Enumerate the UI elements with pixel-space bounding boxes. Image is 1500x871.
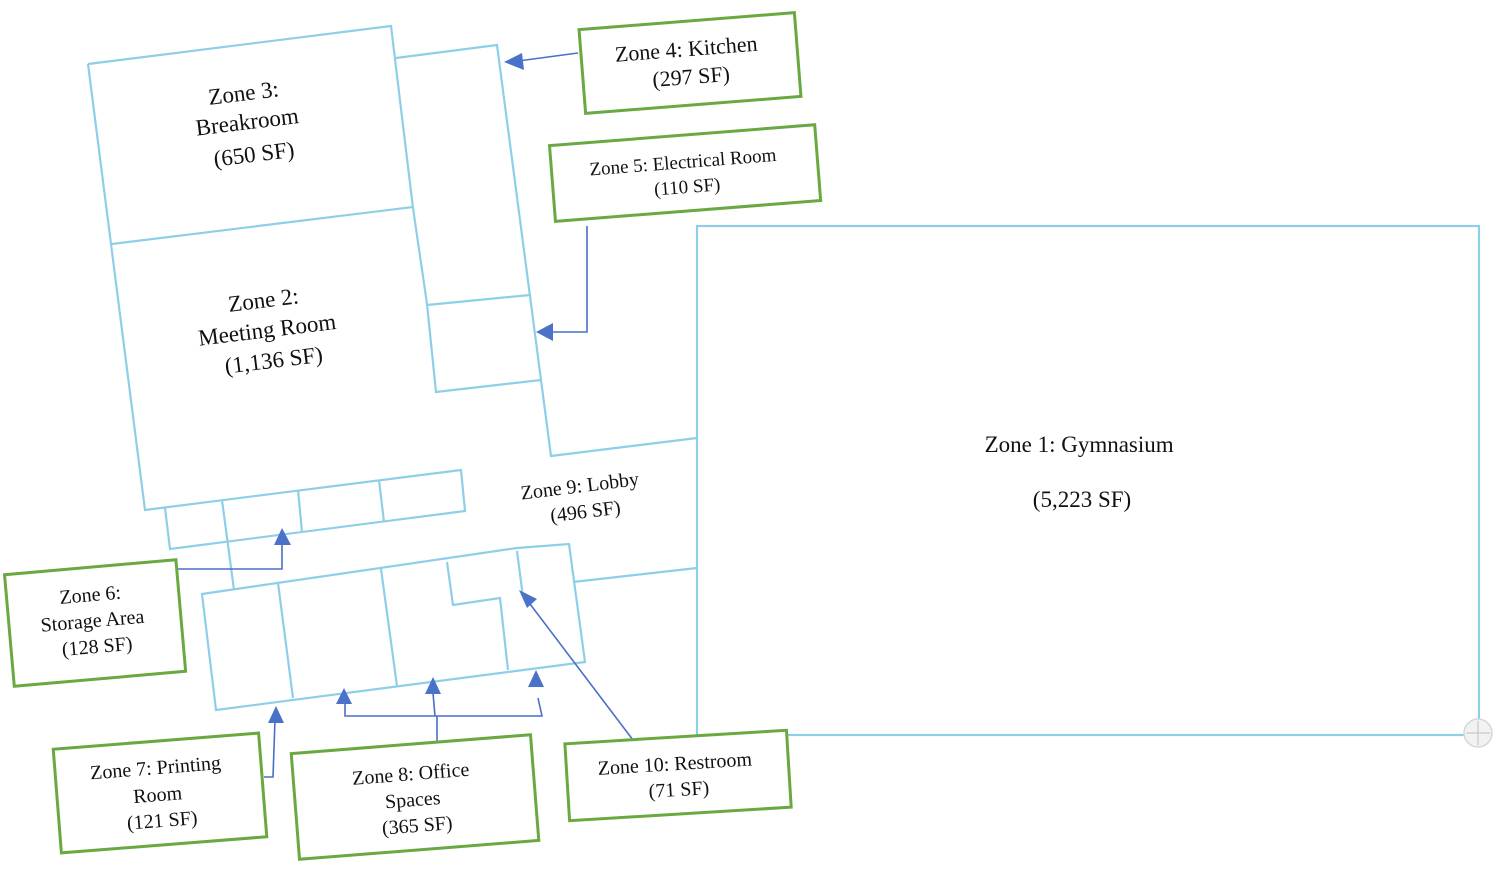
zone4-arrowhead	[504, 53, 524, 70]
storage-divider-1	[220, 499, 236, 591]
arrowheads	[268, 53, 553, 723]
office-divider-2	[379, 568, 399, 687]
zone6-box	[2, 558, 188, 688]
zone1-label: Zone 1: Gymnasium (5,223 SF)	[985, 432, 1180, 512]
kitchen-electrical-divider	[426, 293, 531, 307]
callout-zone7: Zone 7: Printing Room (121 SF)	[51, 731, 269, 855]
zone4-box	[577, 11, 803, 115]
office-block-walls	[200, 542, 587, 712]
lobby-south-wall	[572, 566, 698, 584]
gymnasium-walls	[695, 224, 1481, 737]
zone6-leader	[176, 543, 283, 570]
callout-zone8: Zone 8: Office Spaces (365 SF)	[289, 733, 541, 861]
zone6-arrowhead	[274, 528, 291, 545]
zone8-leader-bracket	[344, 697, 543, 717]
zone5-arrowhead	[536, 323, 553, 341]
zone5-box	[547, 123, 823, 224]
zone10-arrowhead	[519, 590, 537, 608]
restroom-divider	[515, 550, 525, 598]
callout-zone5: Zone 5: Electrical Room (110 SF)	[547, 123, 823, 224]
zone5-leader	[550, 226, 588, 333]
zone3-label: Zone 3: Breakroom (650 SF)	[191, 74, 310, 174]
zone8-leader-mid	[432, 692, 436, 717]
storage-divider-3	[377, 479, 386, 523]
zone8-arrowhead-2	[425, 677, 441, 694]
zone8-arrowhead-1	[336, 688, 352, 704]
zone8-arrowhead-3	[528, 670, 544, 687]
zone4-leader	[517, 52, 579, 62]
callout-zone4: Zone 4: Kitchen (297 SF)	[577, 11, 803, 115]
zone7-leader	[264, 719, 276, 778]
callout-zone6: Zone 6: Storage Area (128 SF)	[2, 558, 188, 688]
office-divider-3	[445, 561, 510, 671]
zone10-text: Zone 10: Restroom (71 SF)	[597, 748, 759, 806]
callout-zone10: Zone 10: Restroom (71 SF)	[563, 728, 793, 823]
zone8-box	[289, 733, 541, 861]
zone10-box	[563, 728, 793, 823]
zone2-label: Zone 2: Meeting Room (1,136 SF)	[193, 279, 347, 382]
zone7-arrowhead	[268, 706, 284, 723]
breakroom-meeting-divider	[111, 205, 414, 246]
floor-plan-walls	[86, 24, 1481, 737]
resize-handle-icon[interactable]	[1463, 718, 1493, 748]
meeting-room-west-wall	[86, 63, 467, 551]
leader-lines	[176, 52, 634, 778]
zone7-box	[51, 731, 269, 855]
breakroom-meeting-outer-wall	[87, 24, 698, 458]
storage-divider-2	[296, 489, 304, 533]
office-divider-1	[276, 582, 295, 699]
zone10-leader	[526, 599, 634, 741]
kitchen-east-wall	[395, 43, 543, 381]
zone9-label: Zone 9: Lobby (496 SF)	[519, 468, 648, 531]
